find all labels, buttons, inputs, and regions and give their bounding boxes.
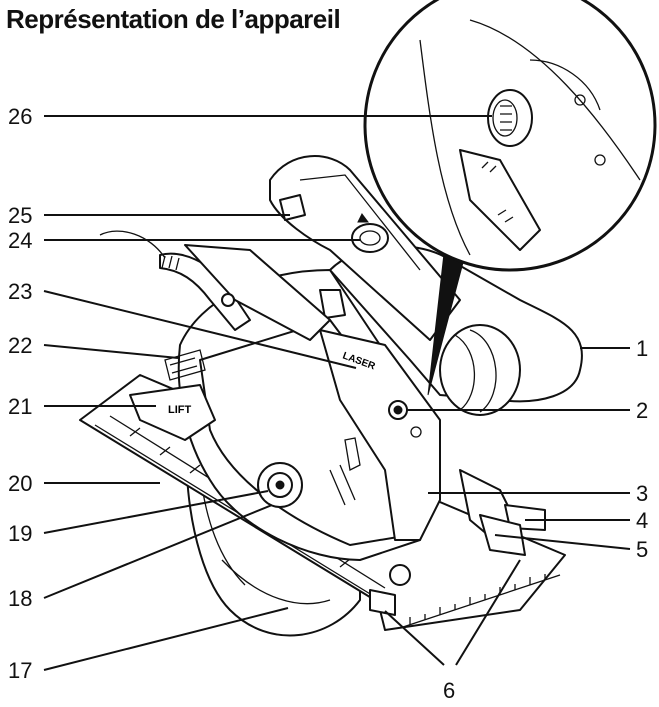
callout-17: 17	[8, 658, 32, 683]
callout-4: 4	[636, 508, 648, 533]
page-title: Représentation de l’appareil	[6, 4, 341, 34]
leader-23	[43, 290, 357, 369]
callout-5: 5	[636, 537, 648, 562]
callout-23: 23	[8, 279, 32, 304]
leader-lines	[43, 115, 631, 671]
callout-25: 25	[8, 203, 32, 228]
leader-5	[494, 534, 631, 550]
lift-label: LIFT	[168, 404, 191, 416]
leader-22	[43, 344, 179, 359]
speed-dial	[351, 223, 389, 253]
detail-inset	[363, 0, 657, 396]
saw-illustration: LIFT LASER	[79, 155, 583, 637]
leader-17	[43, 607, 289, 671]
callout-24: 24	[8, 228, 32, 253]
callout-2: 2	[636, 398, 648, 423]
callout-numbers: 26 25 24 23 22 21 20 19 18 17 1 2 3 4 5 …	[8, 104, 648, 703]
callout-6: 6	[443, 678, 455, 703]
callout-18: 18	[8, 586, 32, 611]
leader-19	[43, 490, 269, 534]
leader-6a	[384, 610, 445, 666]
leader-6b	[455, 559, 521, 666]
callout-26: 26	[8, 104, 32, 129]
callout-3: 3	[636, 481, 648, 506]
callout-22: 22	[8, 333, 32, 358]
callout-1: 1	[636, 336, 648, 361]
callout-20: 20	[8, 471, 32, 496]
inset-knob	[487, 89, 533, 147]
callout-21: 21	[8, 394, 32, 419]
callout-19: 19	[8, 521, 32, 546]
leader-18	[43, 504, 273, 599]
